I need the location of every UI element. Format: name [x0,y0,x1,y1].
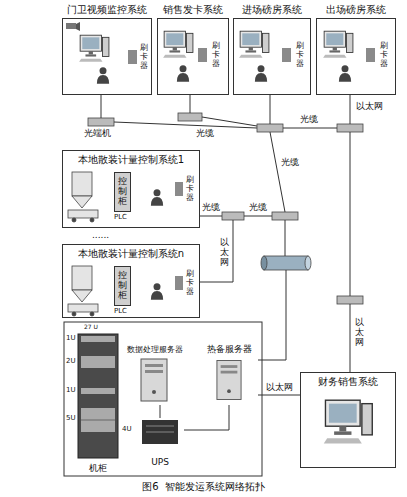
annotation-label: 光端机 [84,129,111,139]
connector [258,395,300,396]
annotation-label: 以太网 [220,238,229,268]
node-title: 出场磅房系统 [326,4,386,16]
cable-wires [101,95,350,372]
cabinet-label: 控制柜 [118,177,127,207]
annotation-label: 光缆 [300,115,318,125]
node-title: 热备服务器 [207,343,252,355]
cabinet-label: 控制柜 [118,271,127,301]
rack: 机柜 [74,332,122,474]
annotation-label: PLC [114,214,127,222]
annotation-label: PLC [114,308,127,316]
annotation-label: 光缆 [202,203,220,213]
control-cabinet: 控制柜 [114,172,131,212]
node-title: 销售发卡系统 [163,4,223,16]
box-frame [62,18,152,95]
node-title: 机柜 [89,462,107,474]
annotation-label: 刷卡器 [186,270,194,296]
node-title: 进场磅房系统 [242,4,302,16]
node-title: 本地散装计量控制系统n [78,248,184,260]
local-system-box: 本地散装计量控制系统n 控制柜 [62,244,200,318]
connector [160,405,161,418]
node-title: 数据处理服务器 [127,343,183,355]
annotation-label: 刷卡器 [296,42,304,68]
server: 数据处理服务器 [122,343,188,405]
server-room-frame [64,322,262,476]
server: 热备服务器 [200,343,258,405]
finance-system-box: 财务销售系统 [300,372,396,468]
annotation-label: 刷卡器 [186,176,194,202]
annotation-label: 4U [122,426,132,434]
annotation-label: 27 U [84,324,98,331]
node-title: 本地散装计量控制系统1 [78,154,184,166]
annotation-label: 以太网 [355,318,364,348]
annotation-label: ...... [92,231,109,241]
rack [78,334,118,458]
annotation-label: 1U [66,387,76,395]
annotation-label: 2U [66,358,76,366]
local-system-box: 本地散装计量控制系统1 控制柜 [62,150,200,228]
annotation-label: 5U [66,415,76,423]
node-title: UPS [151,456,169,468]
annotation-label: 刷卡器 [212,42,220,68]
figure-caption: 图6 智能发运系统网络拓扑 [0,481,407,492]
connector [184,405,229,430]
edge-label: 以太网 [266,383,293,393]
annotation-label: 光缆 [196,129,214,139]
annotation-label: 刷卡器 [140,44,148,70]
ups: UPS [136,418,184,468]
icons [66,22,375,84]
system-box: 门卫视频监控系统 [62,4,152,95]
annotation-label: 光缆 [249,203,267,213]
annotation-label: 1U [66,335,76,343]
annotation-label: 以太网 [356,102,383,112]
annotation-label: 刷卡器 [380,42,388,68]
node-title: 门卫视频监控系统 [67,4,147,16]
control-cabinet: 控制柜 [114,266,131,306]
local-icons [151,182,183,300]
node-title: 财务销售系统 [318,376,378,388]
annotation-label: 光缆 [281,158,299,168]
